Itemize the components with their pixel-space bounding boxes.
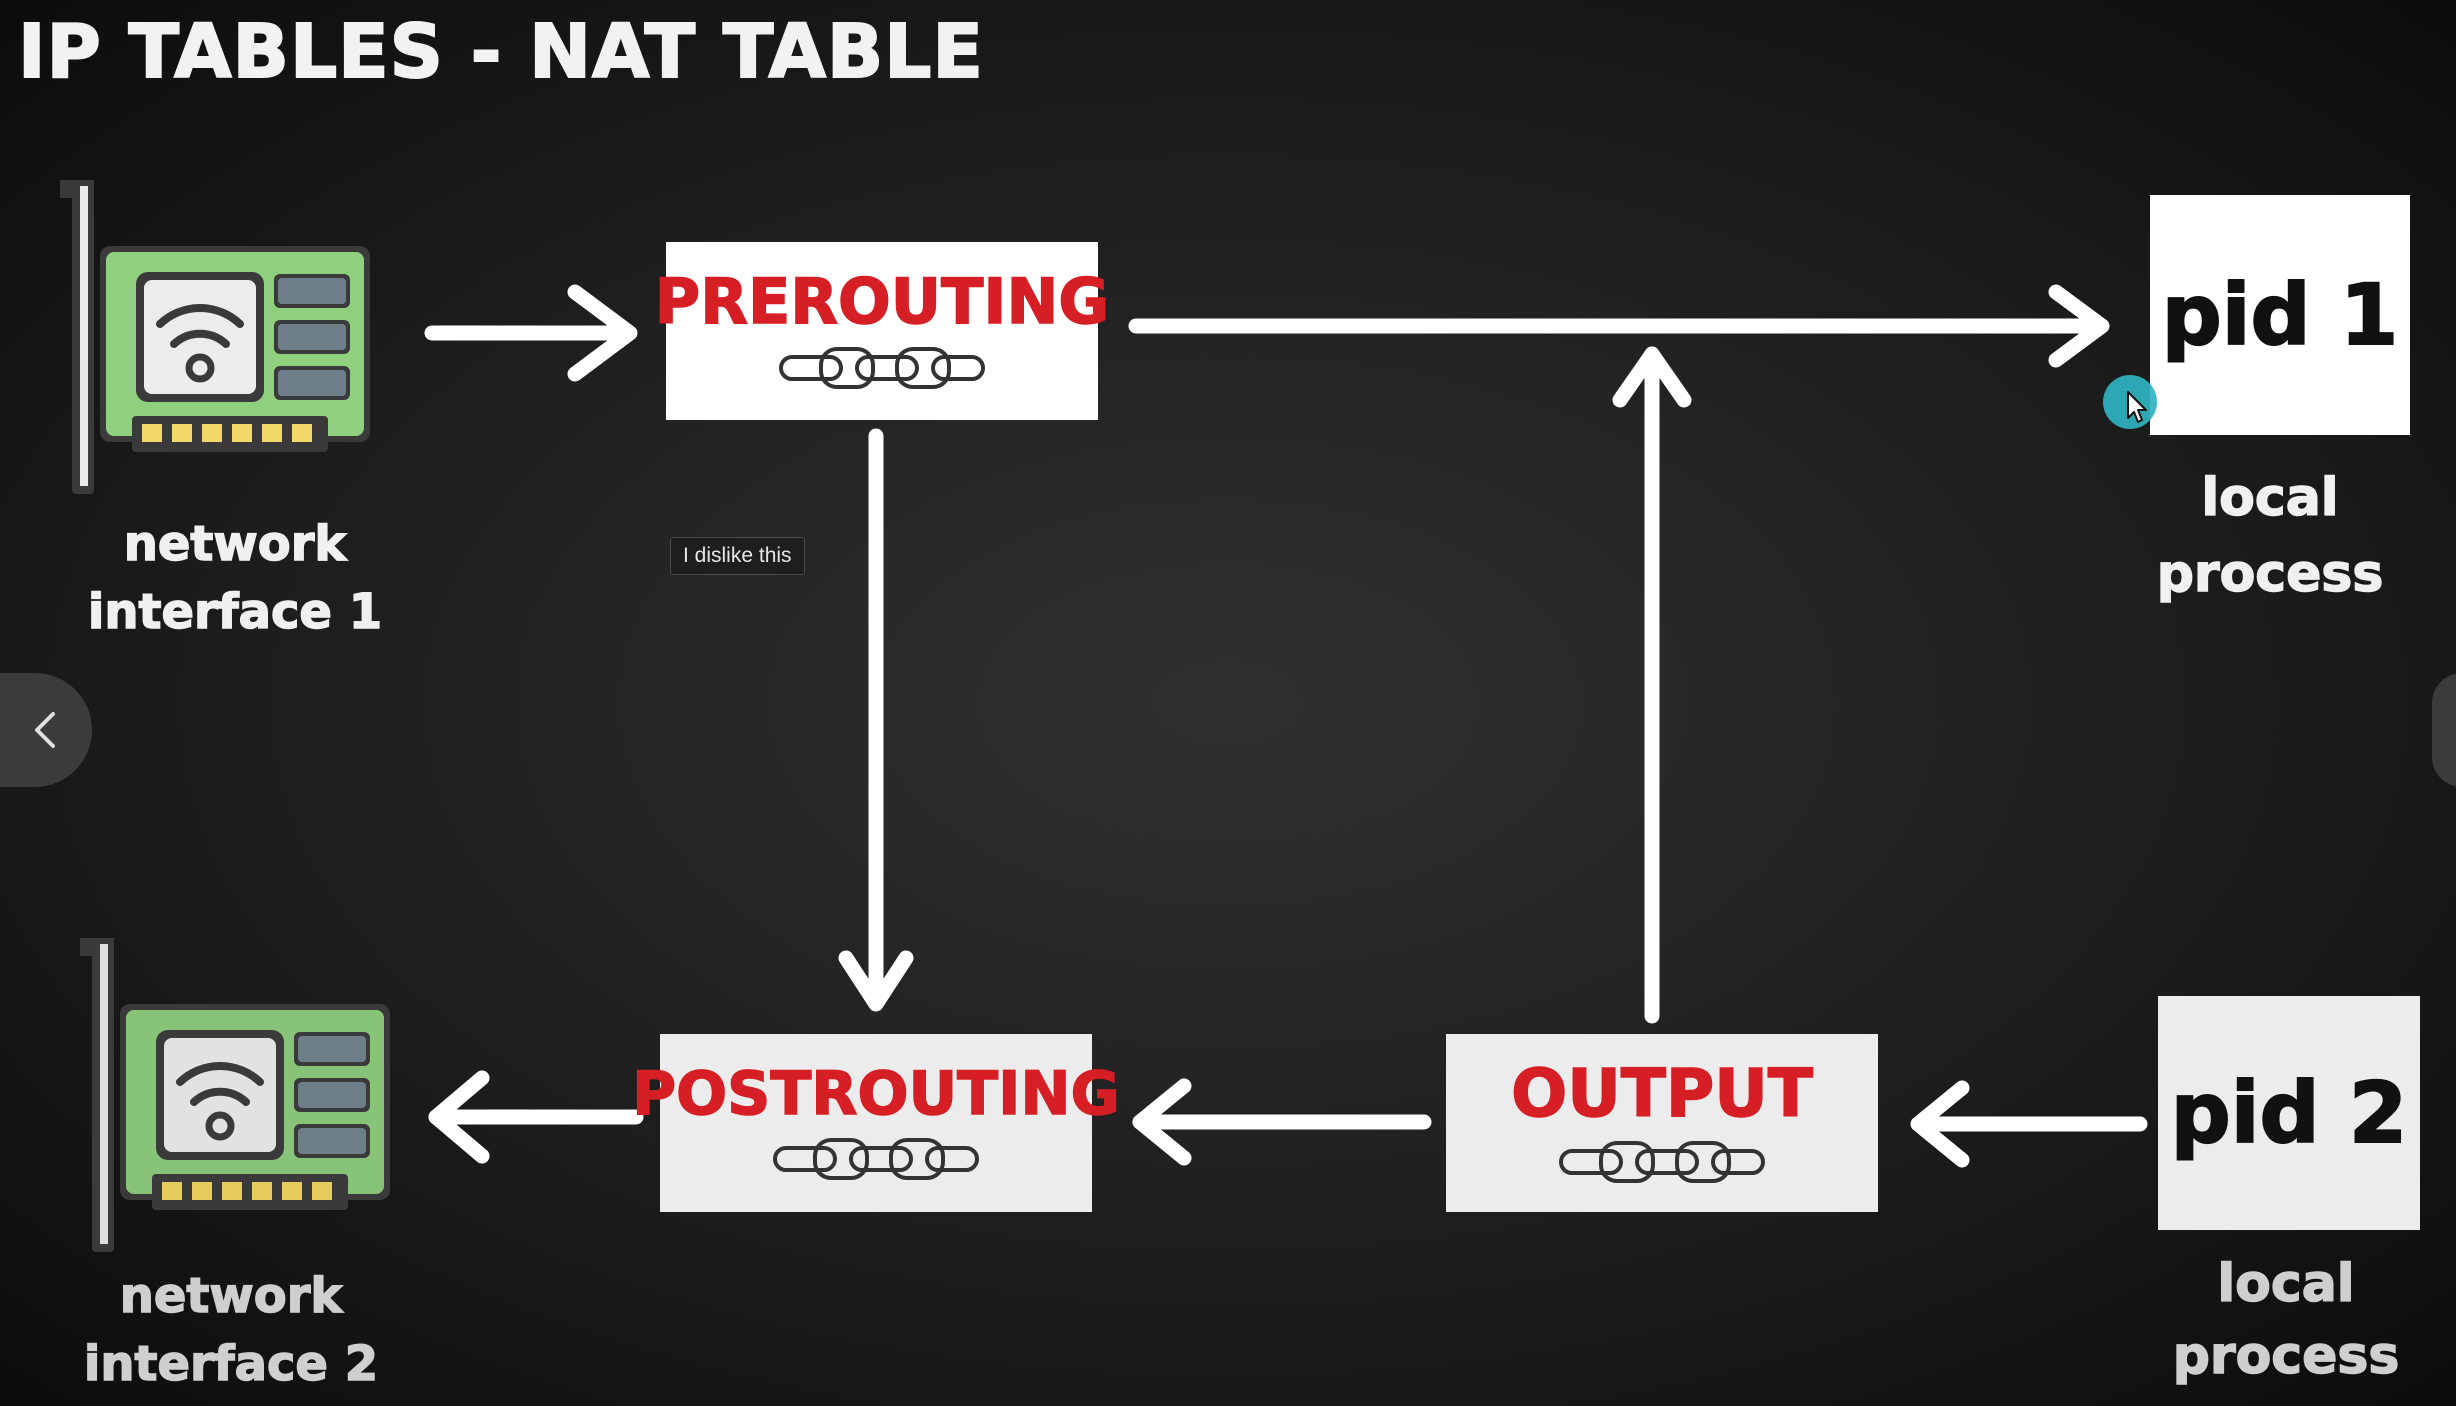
arrow-nic1-to-prerouting	[424, 284, 638, 382]
nic1-caption: network interface 1	[80, 510, 390, 646]
tooltip: I dislike this	[670, 537, 805, 575]
nic2-caption: network interface 2	[76, 1262, 386, 1398]
local-process-2-line2: process	[2172, 1325, 2400, 1387]
network-card-icon	[60, 180, 370, 494]
local-process-1-line1: local	[2201, 467, 2340, 529]
output-label: OUTPUT	[1510, 1055, 1813, 1132]
arrow-prerouting-to-postrouting	[838, 428, 914, 1012]
nic1-caption-line2: interface 1	[87, 583, 383, 641]
pid1-label: pid 1	[2161, 265, 2400, 365]
arrow-prerouting-to-pid1	[1128, 284, 2110, 368]
next-slide-button[interactable]	[2432, 673, 2456, 787]
arrow-output-to-pid1	[1612, 346, 1692, 1024]
prerouting-label: PREROUTING	[654, 265, 1110, 338]
local-process-2-caption: local process	[2136, 1248, 2436, 1392]
nic1-caption-line1: network	[123, 515, 347, 573]
nic2-caption-line2: interface 2	[83, 1335, 379, 1393]
slide-title: IP TABLES - NAT TABLE	[17, 8, 984, 96]
local-process-1-line2: process	[2156, 543, 2384, 605]
prerouting-chain: PREROUTING	[654, 242, 1110, 420]
postrouting-label: POSTROUTING	[631, 1059, 1120, 1129]
chevron-left-icon	[35, 712, 55, 748]
chain-link-icon	[779, 347, 985, 389]
pid2-box: pid 2	[2158, 996, 2420, 1230]
local-process-2-line1: local	[2217, 1253, 2356, 1315]
output-chain: OUTPUT	[1446, 1034, 1878, 1212]
chain-link-icon	[773, 1138, 979, 1180]
pid2-label: pid 2	[2170, 1063, 2409, 1163]
mouse-pointer-icon	[2103, 375, 2157, 429]
arrow-pid2-to-output	[1910, 1080, 2148, 1168]
chain-link-icon	[1559, 1141, 1765, 1183]
local-process-1-caption: local process	[2120, 460, 2420, 612]
arrow-postrouting-to-nic2	[428, 1070, 644, 1164]
pid1-box: pid 1	[2150, 195, 2410, 435]
arrow-output-to-postrouting	[1132, 1078, 1432, 1166]
previous-slide-button[interactable]	[0, 673, 92, 787]
network-card-icon	[80, 938, 390, 1252]
nic2-caption-line1: network	[119, 1267, 343, 1325]
postrouting-chain: POSTROUTING	[631, 1034, 1121, 1212]
